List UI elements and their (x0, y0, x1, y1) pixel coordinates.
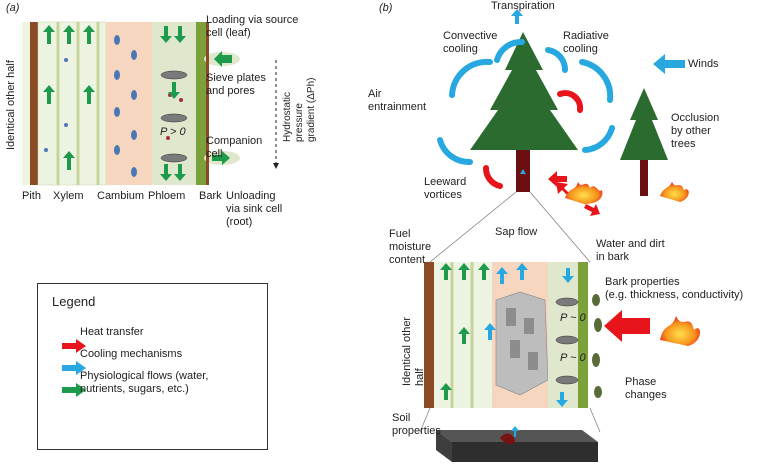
panel-b-tag: (b) (379, 2, 393, 14)
wind-arrow (653, 54, 685, 74)
identical-half-label-b: Identical other half (401, 316, 426, 386)
layer-label-pith: Pith (22, 190, 41, 202)
occlusion-label: Occlusion by other trees (671, 112, 720, 150)
transpiration-label: Transpiration (491, 0, 555, 12)
soil-block (436, 426, 598, 462)
air-entrainment-label: Air entrainment (368, 88, 427, 113)
transpiration-arrow (511, 9, 523, 24)
fire-icons (565, 182, 701, 346)
radiative-label: Radiative cooling (563, 30, 609, 55)
phase-changes-label: Phase changes (625, 376, 667, 401)
legend-label-heat: Heat transfer (80, 326, 144, 338)
bark-region (196, 22, 206, 185)
layer-label-phloem: Phloem (148, 190, 186, 202)
legend-item-physiological: Physiological flows (water, nutrients, s… (50, 370, 208, 427)
soil-properties-label: Soil properties (392, 412, 441, 437)
physiological-flow-arrows-a (43, 25, 186, 181)
heat-arrows-b (483, 90, 584, 189)
legend-item-cooling: Cooling mechanisms (50, 348, 182, 405)
bark-properties-label: Bark properties (e.g. thickness, conduct… (605, 276, 744, 301)
winds-label: Winds (688, 58, 719, 70)
pith-bark-strip (30, 22, 38, 185)
heat-arrow-bark (604, 310, 650, 342)
panel-a-tag: (a) (6, 2, 20, 14)
stem-section-a (22, 21, 279, 186)
water-dirt-label: Water and dirt in bark (596, 238, 665, 263)
heat-arrow-icon (62, 339, 87, 353)
leeward-label: Leeward vortices (424, 176, 467, 201)
sap-flow-label: Sap flow (495, 226, 538, 238)
gradient-label: Hydrostatic pressure gradient (ΔPh) (282, 77, 317, 143)
legend-title: Legend (52, 294, 96, 309)
legend-label-cooling: Cooling mechanisms (80, 348, 183, 360)
layer-label-cambium: Cambium (97, 190, 145, 202)
cambium-region (106, 22, 152, 185)
fuel-moisture-label: Fuel moisture content (389, 228, 432, 266)
physiological-arrow-icon (62, 383, 87, 397)
cooling-arrows-b (437, 39, 615, 165)
stem-section-b (424, 262, 650, 408)
layer-label-bark: Bark (199, 190, 222, 202)
identical-half-label-a: Identical other half (5, 60, 17, 150)
companion-label: Companion cell (206, 135, 263, 160)
pressure-upper-b: P ~ 0 (560, 312, 586, 324)
cooling-arrow-icon (62, 361, 87, 375)
loading-label: Loading via source cell (leaf) (206, 14, 299, 39)
main-tree (470, 32, 578, 192)
charred-zone (495, 291, 549, 396)
pressure-lower-b: P ~ 0 (560, 352, 586, 364)
legend-item-heat: Heat transfer (50, 326, 144, 383)
second-tree (620, 88, 668, 196)
legend: Legend Heat transfer Cooling mechanisms … (37, 283, 268, 450)
convective-label: Convective cooling (443, 30, 498, 55)
pressure-label-a: P > 0 (160, 126, 186, 138)
legend-label-physiological: Physiological flows (water, nutrients, s… (80, 370, 209, 395)
layer-label-xylem: Xylem (53, 190, 84, 202)
unloading-label: Unloading via sink cell (root) (226, 190, 283, 228)
sieve-label: Sieve plates and pores (206, 72, 266, 97)
